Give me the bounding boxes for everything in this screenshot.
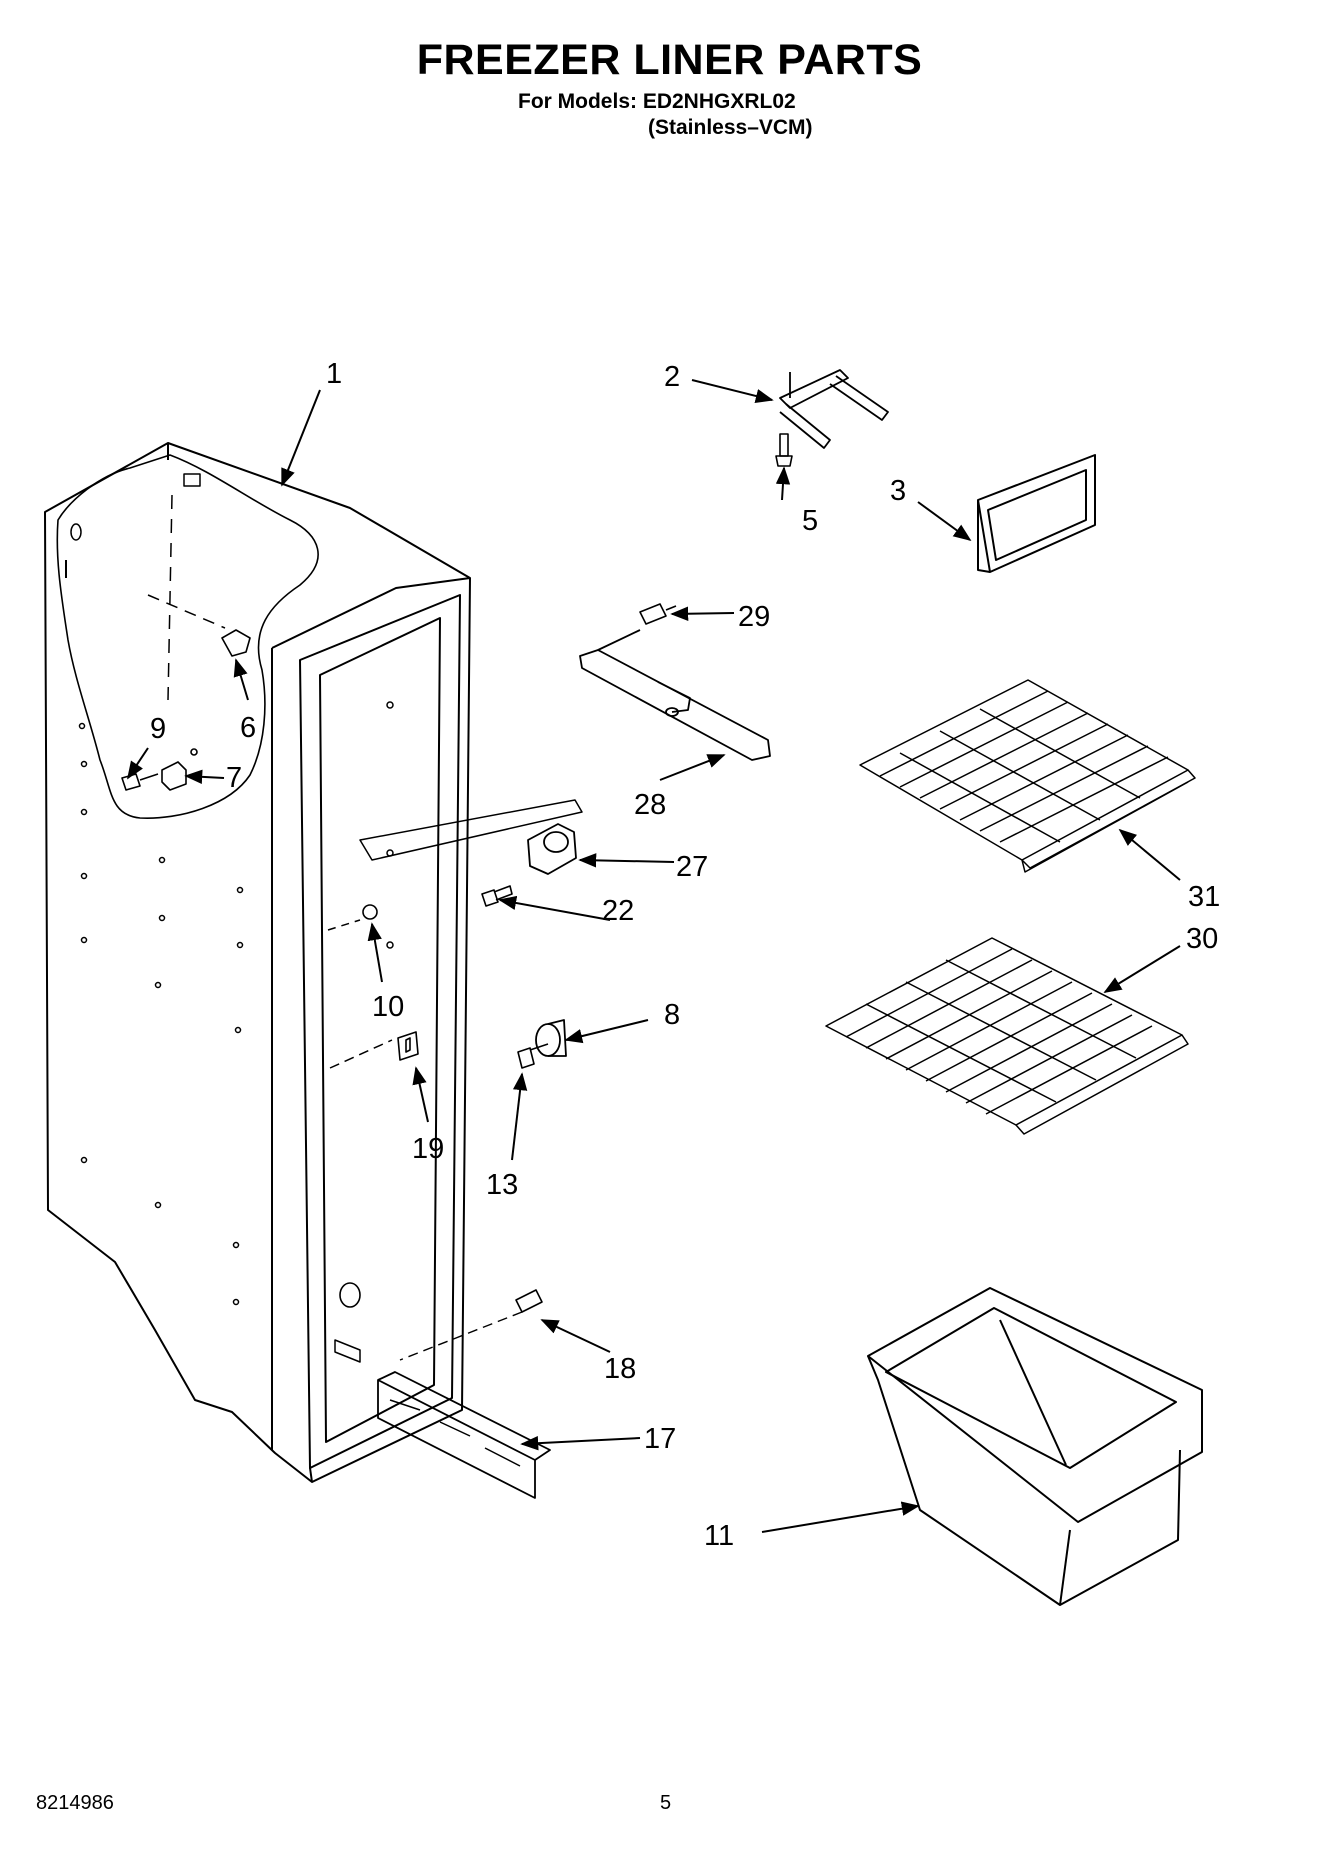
part-13-screw [517,1043,549,1069]
callout-18: 18 [604,1353,636,1385]
callout-19: 19 [412,1133,444,1165]
callout-5: 5 [802,505,818,537]
part-31-wire-shelf [859,679,1196,873]
freezer-liner-cabinet [44,442,551,1499]
part-11-storage-bin [867,1287,1203,1606]
part-6-clip [221,629,251,657]
callout-30: 30 [1186,923,1218,955]
callout-6: 6 [240,712,256,744]
part-10-plug [362,904,378,920]
models-line: For Models: ED2NHGXRL02 [518,90,796,113]
callout-1: 1 [326,358,342,390]
callout-leaders [127,379,1181,1533]
callout-2: 2 [664,361,680,393]
callout-28: 28 [634,789,666,821]
part-18-screw [399,1289,543,1361]
part-3-frame [977,454,1096,573]
callout-13: 13 [486,1169,518,1201]
part-22-screw [481,885,513,907]
models-variant: (Stainless–VCM) [648,116,813,139]
part-7-bracket [161,748,198,791]
callout-17: 17 [644,1423,676,1455]
callout-7: 7 [226,762,242,794]
part-8-roller [535,1019,567,1057]
callout-31: 31 [1188,881,1220,913]
document-number: 8214986 [36,1792,114,1814]
part-5-screw [775,433,793,467]
page-number: 5 [660,1792,672,1814]
callout-3: 3 [890,475,906,507]
callout-8: 8 [664,999,680,1031]
callout-9: 9 [150,713,166,745]
callout-11: 11 [704,1520,734,1552]
part-30-wire-shelf [825,937,1189,1135]
part-28-rail [579,629,771,761]
callout-27: 27 [676,851,708,883]
page-title: FREEZER LINER PARTS [416,36,923,84]
part-29-screw [639,603,677,625]
part-27-housing [359,799,583,875]
part-2-bracket [779,369,889,449]
part-19-switch [397,1031,419,1061]
callout-29: 29 [738,601,770,633]
callout-22: 22 [602,895,634,927]
callout-10: 10 [372,991,404,1023]
part-9-screw [121,773,159,791]
